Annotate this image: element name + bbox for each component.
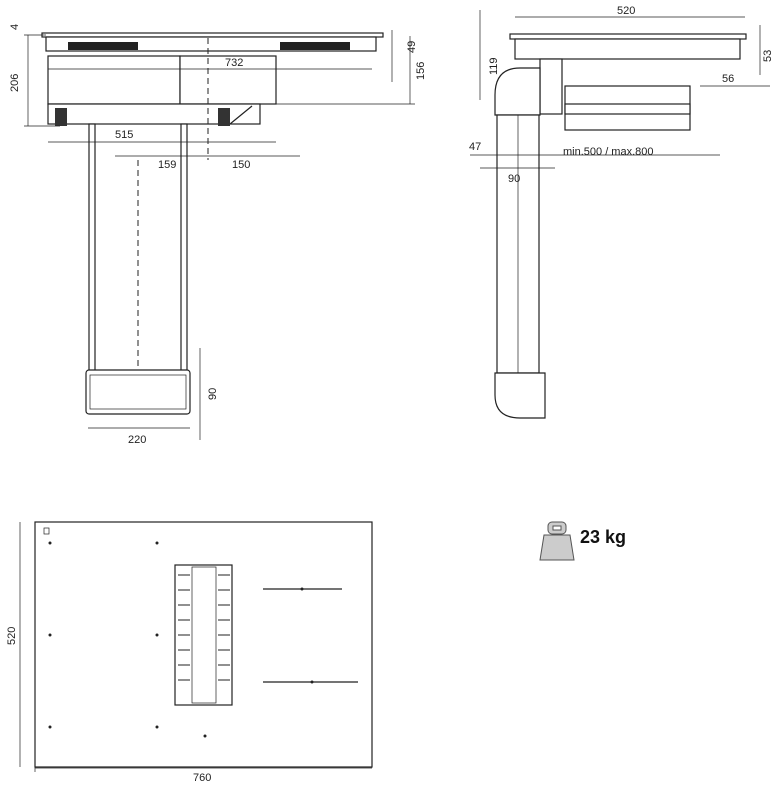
dim-depth-top: 49 xyxy=(406,41,418,53)
dim-duct-offset: 119 xyxy=(488,57,500,75)
dim-depth-body: 156 xyxy=(415,62,427,80)
dim-top-depth: 520 xyxy=(6,627,18,645)
top-view: 520 760 xyxy=(6,521,373,784)
weight-icon xyxy=(539,521,575,561)
dim-side-width: 520 xyxy=(617,5,635,17)
dim-offset-right: 150 xyxy=(232,159,250,171)
weight-label: 23 kg xyxy=(580,527,626,547)
dim-top-width: 760 xyxy=(193,772,211,784)
dim-motor-width: 515 xyxy=(115,129,133,141)
dim-duct-width: 90 xyxy=(508,173,520,185)
dim-height-right: 53 xyxy=(762,50,774,62)
dim-top-thickness: 4 xyxy=(9,24,21,30)
dim-outlet-width: 220 xyxy=(128,434,146,446)
dim-range: min.500 / max.800 xyxy=(563,146,654,158)
side-view: 520 119 53 56 47 min.500 / max.800 90 xyxy=(469,5,774,419)
dim-offset-56: 56 xyxy=(722,73,734,85)
dim-outlet-height: 90 xyxy=(207,388,219,400)
dim-offset-left: 159 xyxy=(158,159,176,171)
front-view: 206 4 732 49 156 515 159 150 90 220 xyxy=(9,24,427,446)
dim-total-height: 206 xyxy=(9,74,21,92)
dim-offset-47: 47 xyxy=(469,141,481,153)
dim-body-width: 732 xyxy=(225,57,243,69)
